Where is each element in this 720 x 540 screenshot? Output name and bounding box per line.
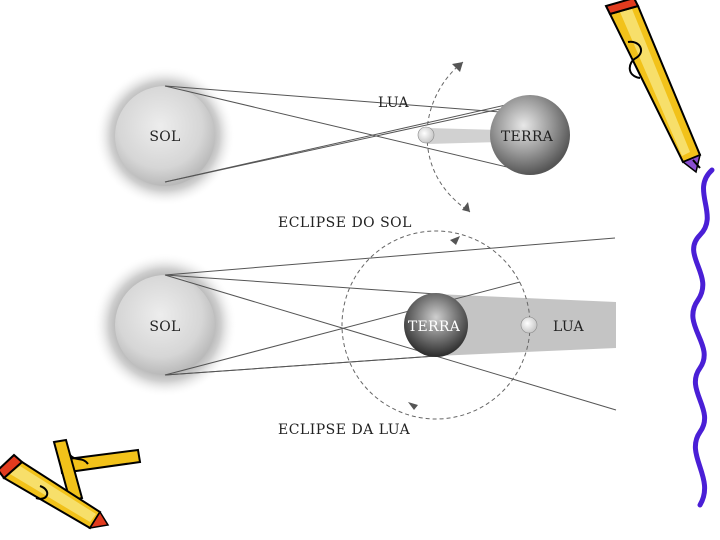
moon-shadow-cone [427,128,500,144]
pencils-icon [0,440,140,528]
lunar-eclipse-diagram: SOL TERRA LUA ECLIPSE DA LUA [93,231,616,438]
moon-label: LUA [553,319,584,335]
sun-label: SOL [149,129,180,145]
orbit-arrow [408,402,418,410]
solar-eclipse-caption: ECLIPSE DO SOL [278,215,412,231]
moon-label: LUA [378,95,409,111]
orbit-arrow [452,62,463,72]
orbit-arrow [462,202,470,212]
solar-eclipse-diagram: SOL LUA TERRA ECLIPSE DO SOL [95,62,570,231]
earth-label: TERRA [501,129,554,145]
moon-bottom [521,317,537,333]
sun-label: SOL [149,319,180,335]
orbit-arrow [450,236,460,245]
lunar-eclipse-caption: ECLIPSE DA LUA [278,422,411,438]
pencil-icon [606,0,700,172]
wavy-line-icon [693,170,712,505]
moon-top [418,127,434,143]
earth-label: TERRA [408,319,461,335]
